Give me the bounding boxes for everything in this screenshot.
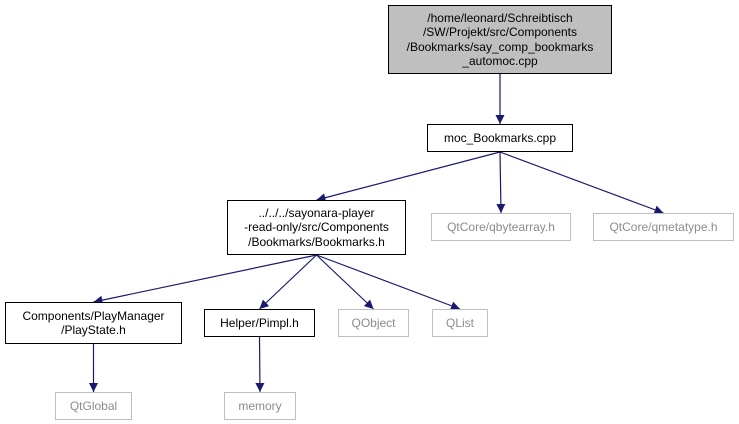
node-qobject[interactable]: QObject	[338, 309, 409, 337]
node-label-line: -read-only/src/Components	[244, 220, 389, 235]
node-label-line: QList	[445, 315, 474, 330]
edge-moc-to-qbytearray	[496, 151, 506, 214]
node-label-line: QtCore/qbytearray.h	[447, 219, 555, 234]
edge-bookmarks_h-to-qlist	[316, 254, 461, 311]
node-label-line: /Bookmarks/Bookmarks.h	[248, 234, 385, 249]
edges	[89, 74, 664, 393]
edge-bookmarks_h-to-qobject	[316, 254, 374, 310]
node-label-line: moc_Bookmarks.cpp	[443, 130, 557, 145]
edge-pimpl-to-memory	[255, 336, 265, 393]
node-playstate-header[interactable]: Components/PlayManager/PlayState.h	[5, 302, 182, 344]
node-pimpl-header[interactable]: Helper/Pimpl.h	[204, 309, 315, 337]
node-label-line: QObject	[351, 315, 396, 330]
node-qlist[interactable]: QList	[432, 309, 488, 337]
node-label-line: /home/leonard/Schreibtisch	[427, 10, 573, 25]
edge-bookmarks_h-to-pimpl	[259, 254, 317, 310]
node-memory[interactable]: memory	[224, 392, 296, 420]
node-label-line: _automoc.cpp	[462, 54, 538, 68]
edge-bookmarks_h-to-playstate	[93, 254, 317, 305]
node-qmetatype[interactable]: QtCore/qmetatype.h	[593, 213, 734, 241]
node-label-line: Components/PlayManager	[22, 308, 165, 323]
edge-moc-to-bookmarks_h	[316, 151, 501, 203]
node-label-line: /SW/Projekt/src/Components	[422, 25, 578, 39]
node-bookmarks-header[interactable]: ../../../sayonara-player-read-only/src/C…	[227, 200, 406, 255]
edge-moc-to-qmetatype	[499, 151, 664, 215]
node-label-line: QtGlobal	[69, 398, 118, 413]
node-label-line: /Bookmarks/say_comp_bookmarks	[406, 39, 594, 54]
node-label-line: /PlayState.h	[61, 323, 126, 337]
node-qtglobal[interactable]: QtGlobal	[55, 392, 132, 420]
node-label-line: Helper/Pimpl.h	[220, 315, 299, 330]
node-label-line: ../../../sayonara-player	[258, 205, 375, 220]
node-moc-bookmarks[interactable]: moc_Bookmarks.cpp	[427, 124, 573, 152]
node-label-line: QtCore/qmetatype.h	[609, 219, 718, 234]
node-label-line: memory	[238, 398, 282, 413]
node-root-file[interactable]: /home/leonard/Schreibtisch/SW/Projekt/sr…	[388, 5, 612, 74]
node-qbytearray[interactable]: QtCore/qbytearray.h	[431, 213, 571, 241]
